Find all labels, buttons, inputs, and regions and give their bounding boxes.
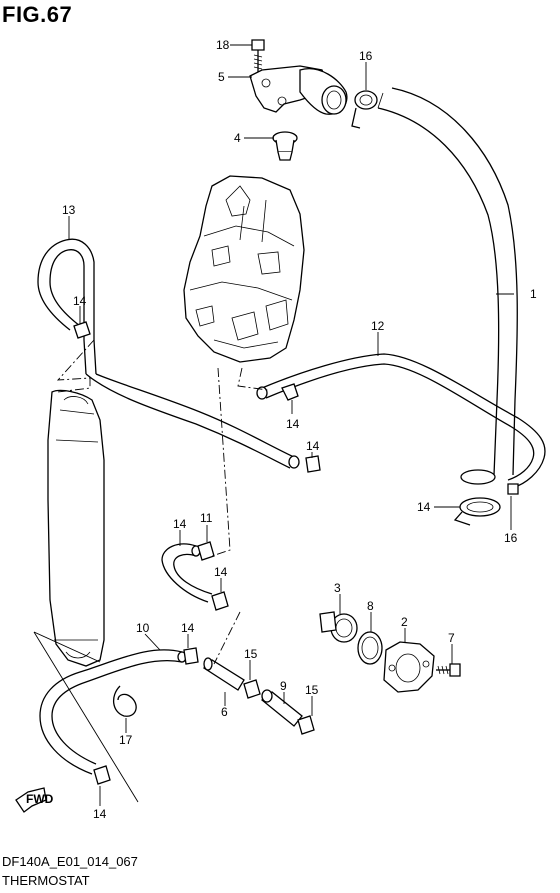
forward-arrow: FWD bbox=[15, 787, 54, 813]
callout-2: 2 bbox=[401, 615, 408, 629]
callout-3: 3 bbox=[334, 581, 341, 595]
clamp-part-14-b bbox=[507, 483, 519, 495]
callout-14-hose11: 11 bbox=[200, 511, 213, 525]
bolt-part-7 bbox=[436, 663, 461, 677]
callout-4: 4 bbox=[234, 131, 241, 145]
callout-labels: 18 5 16 4 13 1 12 14 14 14 14 11 14 16 3… bbox=[62, 38, 537, 821]
callout-14-hose10: 14 bbox=[181, 621, 195, 635]
leader-lines bbox=[68, 44, 514, 806]
callout-7: 7 bbox=[448, 631, 455, 645]
clamp-part-15-a bbox=[243, 679, 261, 699]
clamp-part-14-d bbox=[305, 455, 321, 473]
callout-15-left: 15 bbox=[244, 647, 258, 661]
callout-9: 9 bbox=[280, 679, 287, 693]
diagram-code: DF140A_E01_014_067 bbox=[2, 854, 138, 869]
figure-title: FIG.67 bbox=[2, 2, 73, 27]
hose-part-10 bbox=[39, 649, 187, 775]
clamp-part-14-f bbox=[211, 591, 229, 611]
callout-1: 1 bbox=[530, 287, 537, 301]
callout-11: 14 bbox=[173, 517, 187, 531]
clamp-part-14-g bbox=[183, 647, 199, 665]
callout-12: 12 bbox=[371, 319, 385, 333]
diagram-title: THERMOSTAT bbox=[2, 873, 90, 888]
thermostat-cover-part-5 bbox=[249, 65, 348, 115]
callout-6: 6 bbox=[221, 705, 228, 719]
callout-14-mid: 14 bbox=[286, 417, 300, 431]
clamp-part-16-bottom bbox=[453, 497, 501, 526]
clamp-part-14-c bbox=[73, 321, 91, 339]
callout-5: 5 bbox=[218, 70, 225, 84]
gasket-part-8 bbox=[357, 631, 383, 665]
engine-block bbox=[183, 175, 305, 363]
callout-18: 18 bbox=[216, 38, 230, 52]
callout-10: 10 bbox=[136, 621, 150, 635]
clamp-part-14-e bbox=[197, 541, 215, 561]
callout-17: 17 bbox=[119, 733, 133, 747]
callout-14-right: 14 bbox=[306, 439, 320, 453]
connection-lines bbox=[33, 339, 269, 803]
bolt-part-18 bbox=[251, 39, 265, 72]
clamp-part-14-a bbox=[281, 383, 299, 401]
callout-14-far-right: 16 bbox=[504, 531, 518, 545]
clamp-part-16-top bbox=[351, 90, 378, 129]
callout-13: 13 bbox=[62, 203, 76, 217]
clamp-part-14-h bbox=[93, 765, 111, 785]
cover-part-2 bbox=[383, 641, 435, 693]
hose-part-1 bbox=[377, 87, 518, 485]
callout-8: 8 bbox=[367, 599, 374, 613]
hose-part-13 bbox=[37, 238, 300, 469]
callout-14-mid-left: 14 bbox=[214, 565, 228, 579]
hose-part-12 bbox=[256, 353, 546, 489]
hose-part-9 bbox=[260, 689, 303, 727]
callout-14-upper-left: 14 bbox=[73, 294, 87, 308]
clip-part-17 bbox=[113, 685, 137, 717]
fwd-label: FWD bbox=[26, 792, 54, 806]
cooler-cover bbox=[47, 389, 105, 667]
clamp-part-15-b bbox=[297, 715, 315, 735]
callout-16-bottom: 14 bbox=[417, 500, 431, 514]
pipe-part-6 bbox=[202, 657, 245, 691]
thermostat-part-3 bbox=[319, 611, 358, 643]
callout-15-right: 15 bbox=[305, 683, 319, 697]
callout-16-top: 16 bbox=[359, 49, 373, 63]
callout-14-bottom: 14 bbox=[93, 807, 107, 821]
thermostat-part-4 bbox=[272, 131, 298, 161]
